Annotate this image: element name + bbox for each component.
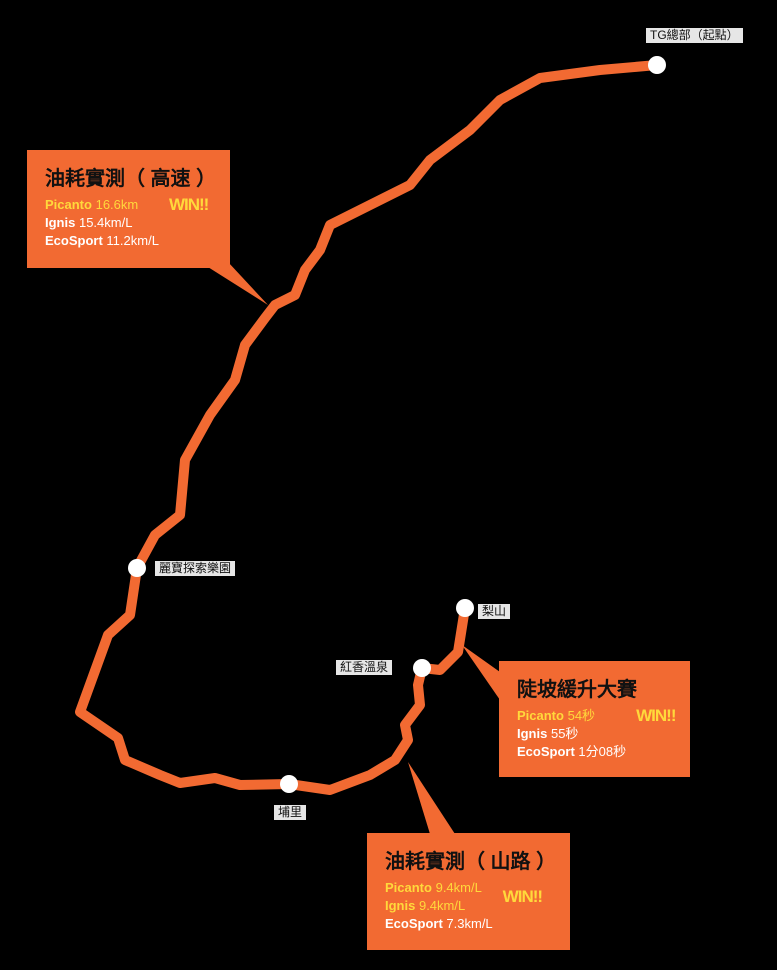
route-line xyxy=(75,60,662,795)
hill-climb-callout: 陡坡緩升大賽 Picanto 54秒 WIN!! Ignis 55秒 EcoSp… xyxy=(499,661,690,777)
lihpao-node[interactable] xyxy=(128,559,146,577)
car-value: 9.4km/L xyxy=(418,898,466,913)
callout-title: 陡坡緩升大賽 xyxy=(517,679,637,701)
start-label: TG總部（起點） xyxy=(646,28,743,43)
lishan-label: 梨山 xyxy=(478,604,511,619)
win-badge: WIN!! xyxy=(502,887,543,906)
win-badge: WIN!! xyxy=(168,195,209,214)
hongxiang-node[interactable] xyxy=(413,659,431,677)
car-value: 15.4km/L xyxy=(78,215,133,230)
car-value: 11.2km/L xyxy=(106,233,159,248)
win-badge: WIN!! xyxy=(636,706,676,725)
highway-fuel-callout: 油耗實測（ 高速 ） Picanto 16.6km WIN!! Ignis 15… xyxy=(27,150,231,268)
car-value: 7.3km/L xyxy=(446,916,493,931)
lihpao-label: 麗寶探索樂園 xyxy=(155,561,236,576)
car-name: Ignis xyxy=(45,215,76,230)
car-name: Ignis xyxy=(385,898,416,913)
lishan-node[interactable] xyxy=(456,599,474,617)
car-value: 54秒 xyxy=(567,708,596,723)
car-name: EcoSport xyxy=(517,744,575,759)
car-name: Ignis xyxy=(517,726,548,741)
car-name: Picanto xyxy=(517,708,564,723)
car-value: 9.4km/L xyxy=(435,880,482,895)
car-value: 55秒 xyxy=(550,726,579,741)
car-name: EcoSport xyxy=(45,233,103,248)
callout-title: 油耗實測（ 高速 ） xyxy=(45,168,217,190)
mountain-callout-pointer xyxy=(408,762,455,834)
car-name: Picanto xyxy=(45,197,92,212)
car-value: 16.6km xyxy=(95,197,139,212)
puli-node[interactable] xyxy=(280,775,298,793)
mountain-fuel-callout: 油耗實測（ 山路 ） Picanto 9.4km/L WIN!! Ignis 9… xyxy=(367,833,571,950)
car-name: Picanto xyxy=(385,880,432,895)
start-node[interactable] xyxy=(648,56,666,74)
car-value: 1分08秒 xyxy=(578,744,627,759)
highway-callout-pointer xyxy=(200,262,268,305)
car-name: EcoSport xyxy=(385,916,443,931)
hongxiang-label: 紅香溫泉 xyxy=(336,660,393,675)
puli-label: 埔里 xyxy=(274,805,307,820)
hill-callout-pointer xyxy=(462,645,500,700)
callout-title: 油耗實測（ 山路 ） xyxy=(385,851,557,873)
